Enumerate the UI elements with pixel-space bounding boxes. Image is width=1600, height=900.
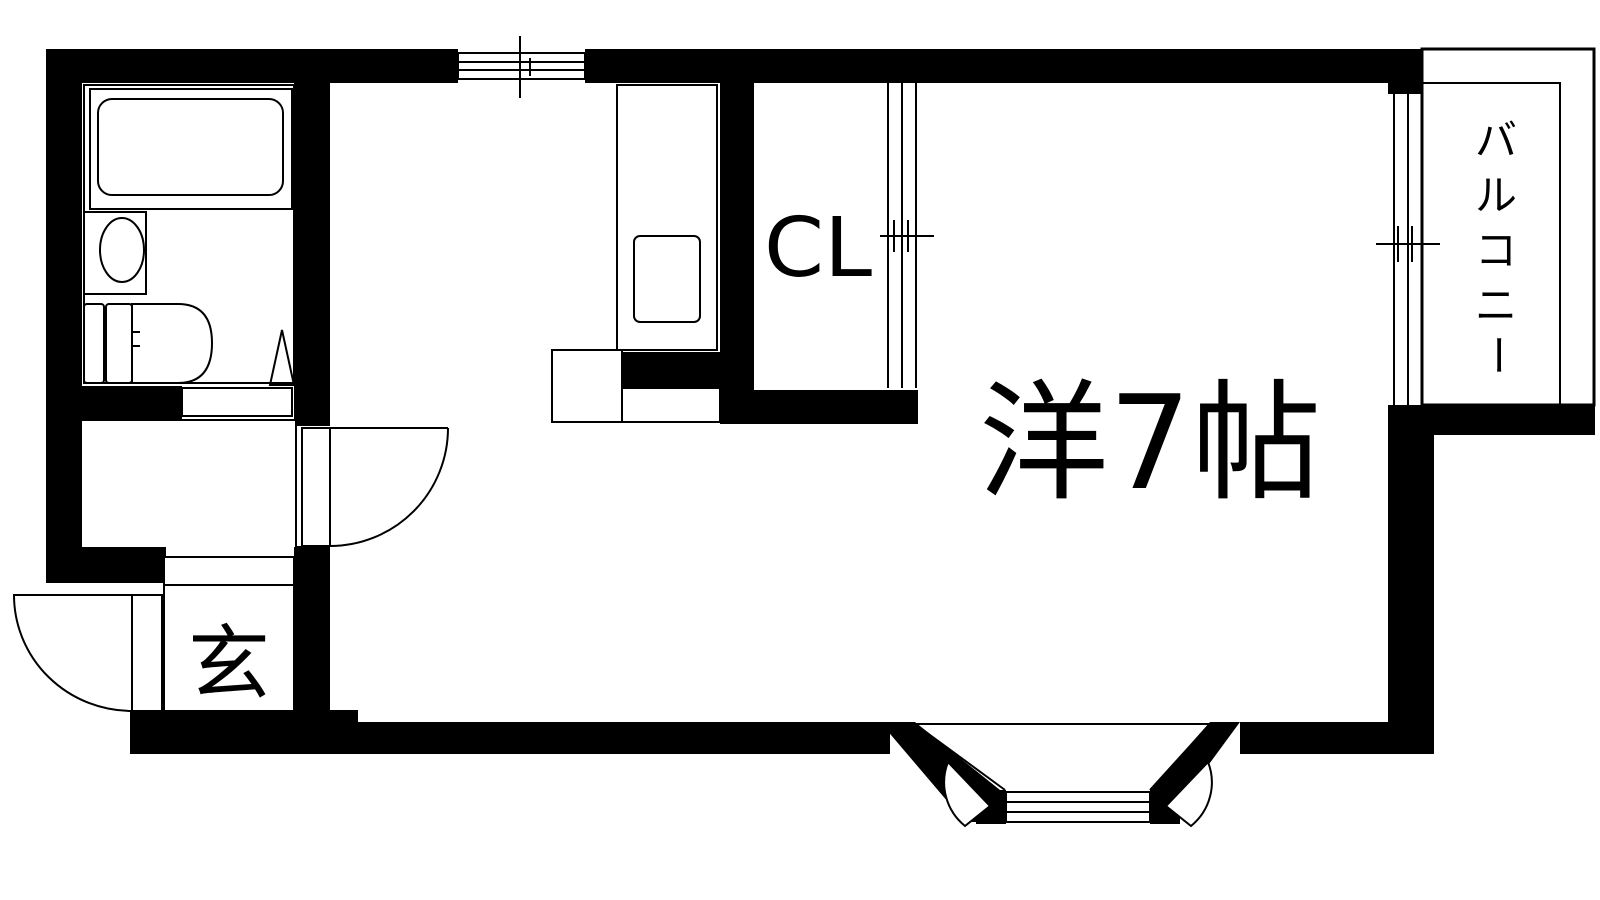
wall-bath-bottom: [82, 386, 182, 420]
kitchen: [551, 84, 721, 423]
bath-area: [83, 84, 295, 384]
balcony-char-4: ニ: [1475, 281, 1517, 330]
wall-top-left: [46, 49, 458, 83]
bay-left-casement: [943, 760, 992, 828]
wall-right-lower: [1388, 405, 1434, 754]
wall-top-right: [585, 49, 1422, 83]
bathtub: [89, 88, 293, 210]
closet-label: CL: [764, 201, 872, 296]
walls: [46, 49, 1595, 824]
entrance-door-swing: [12, 594, 133, 713]
toilet-tank-2: [105, 303, 133, 384]
wall-closet-bottom: [720, 390, 918, 424]
entrance: [12, 556, 295, 713]
wall-room-left-lower: [294, 546, 330, 727]
wall-left: [46, 49, 82, 557]
sink-counter: [83, 211, 147, 295]
toilet-bowl: [131, 303, 214, 384]
bath-door-swing: [268, 329, 296, 386]
sink-basin: [99, 217, 145, 283]
bay-window: [914, 723, 1213, 828]
toilet-tank: [83, 303, 105, 384]
kitchen-sink: [633, 235, 701, 323]
interior-door-swing: [329, 427, 449, 547]
bath-sill: [181, 387, 293, 417]
balcony-char-5: ー: [1473, 334, 1522, 376]
balcony-char-1: バ: [1475, 116, 1517, 165]
wall-entrance-step: [46, 547, 166, 583]
entrance-door-frame: [131, 594, 163, 712]
interior-door-frame: [301, 427, 331, 547]
top-window: [457, 36, 586, 98]
balcony-char-2: ル: [1475, 171, 1517, 220]
wall-kitchen-block: [620, 352, 754, 388]
closet: [880, 83, 934, 388]
bay-center-window: [1005, 791, 1151, 823]
balcony-label: バ ル コ ニ ー: [1473, 116, 1522, 376]
bay-right-casement: [1164, 760, 1213, 828]
balcony-char-3: コ: [1475, 226, 1517, 275]
entrance-label: 玄: [188, 617, 270, 712]
wall-bottom-mid: [294, 722, 890, 754]
hallway: [82, 419, 449, 547]
wall-bath-right: [294, 49, 330, 426]
wall-balcony-bottom: [1388, 405, 1595, 435]
main-room-label: 洋7帖: [979, 367, 1322, 519]
balcony-window: [1376, 83, 1440, 405]
bathtub-inner: [97, 98, 284, 196]
bathroom: [83, 84, 296, 417]
refrigerator-space: [551, 349, 623, 423]
balcony: [1420, 47, 1596, 407]
